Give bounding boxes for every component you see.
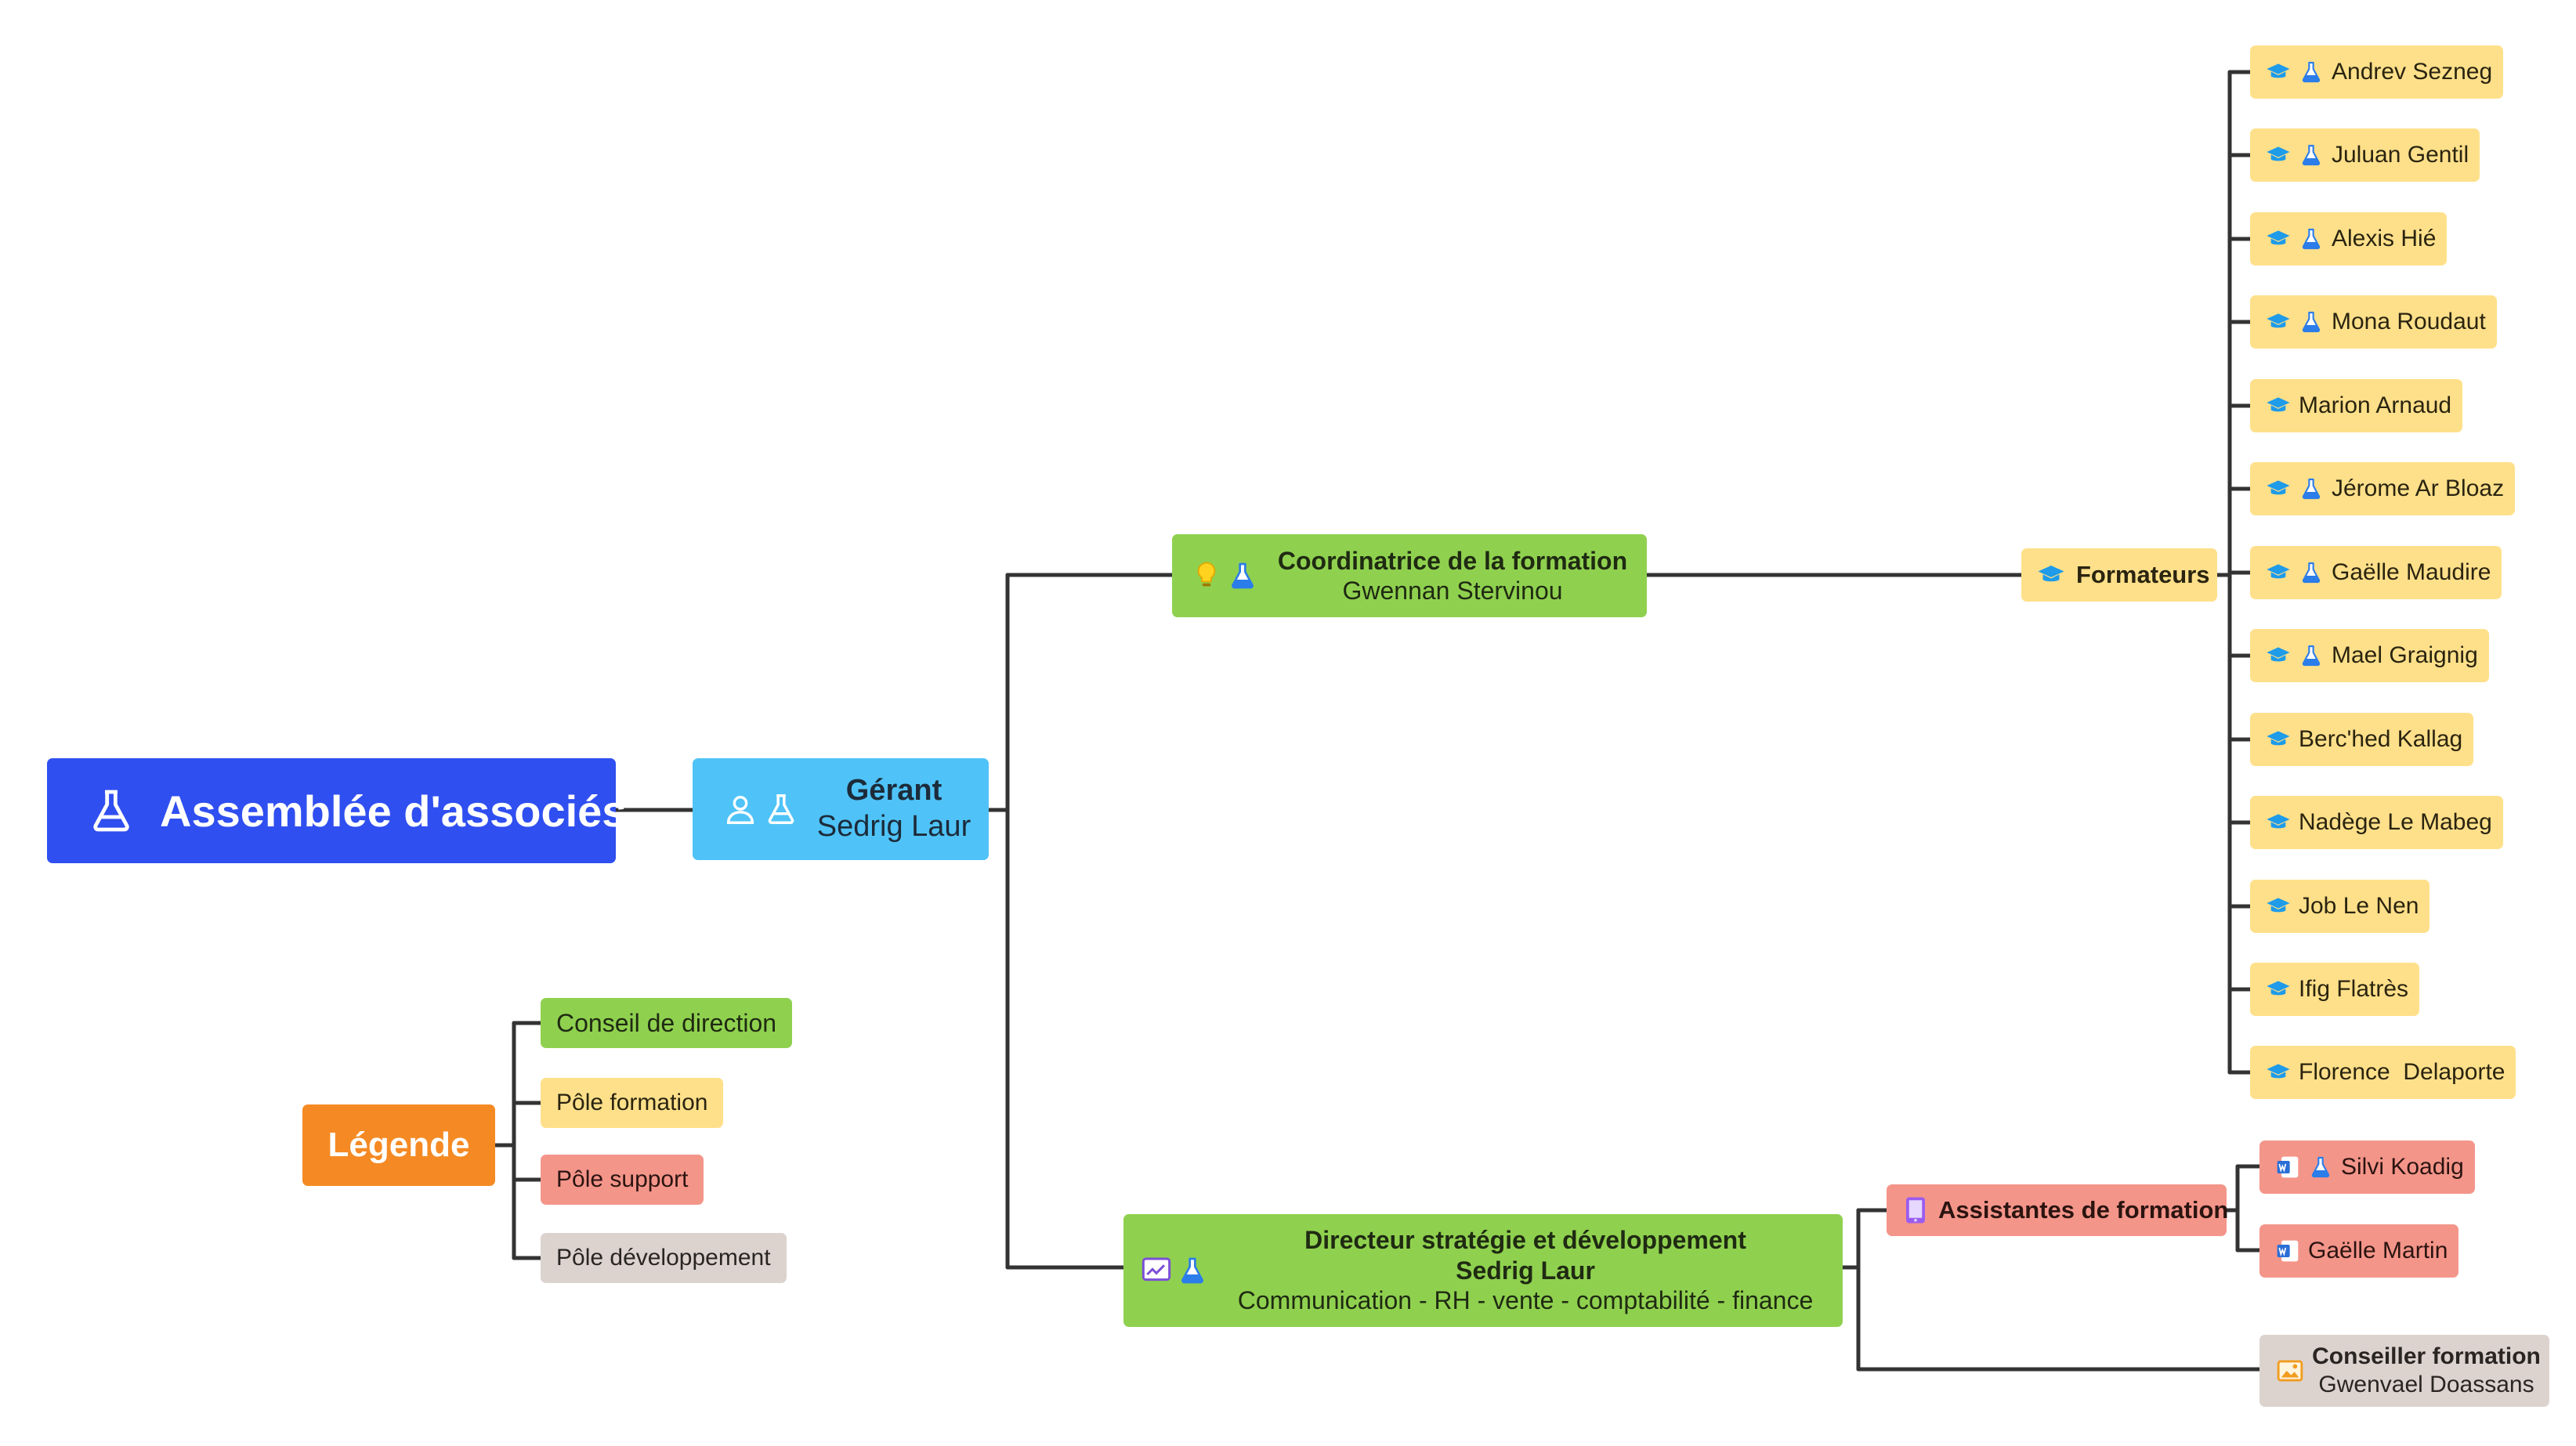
- coordinatrice-title: Coordinatrice de la formation: [1277, 546, 1628, 575]
- directeur-name: Sedrig Laur: [1456, 1256, 1595, 1285]
- graduation-cap-icon: [2267, 564, 2290, 579]
- legend-item-label: Conseil de direction: [556, 1008, 777, 1037]
- legend-item-label: Pôle développement: [556, 1245, 771, 1271]
- formateur-alexis-hie[interactable]: Alexis Hié: [2250, 212, 2448, 266]
- directeur-roles: Communication - RH - vente - comptabilit…: [1237, 1286, 1814, 1315]
- formateur-florence-delaporte[interactable]: Florence Delaporte: [2250, 1046, 2516, 1099]
- graduation-cap-icon: [2267, 230, 2290, 245]
- graduation-cap-icon: [2267, 1064, 2290, 1079]
- flask-icon: [2302, 311, 2321, 333]
- chart-icon: [1141, 1257, 1171, 1282]
- formateur-name: Marion Arnaud: [2299, 392, 2452, 418]
- word-doc-icon: [2277, 1156, 2299, 1178]
- conseiller-name: Gwenvael Doassans: [2318, 1372, 2534, 1397]
- formateur-name: Mona Roudaut: [2332, 309, 2486, 334]
- graduation-cap-icon: [2267, 814, 2290, 829]
- legend-item-conseil-direction: Conseil de direction: [541, 998, 793, 1048]
- flask-icon: [2302, 478, 2321, 500]
- flask-icon: [2302, 562, 2321, 584]
- legend-item-pole-support: Pôle support: [541, 1155, 704, 1205]
- formateur-name: Alexis Hié: [2332, 226, 2437, 251]
- graduation-cap-icon: [2267, 647, 2290, 662]
- formateur-name: Andrev Sezneg: [2332, 59, 2493, 85]
- formateur-mona-roudaut[interactable]: Mona Roudaut: [2250, 295, 2497, 349]
- graduation-cap-icon: [2267, 480, 2290, 495]
- formateur-name: Ifig Flatrès: [2299, 976, 2409, 1002]
- graduation-cap-icon: [2267, 313, 2290, 328]
- formateur-jerome-ar-bloaz[interactable]: Jérome Ar Bloaz: [2250, 462, 2516, 515]
- graduation-cap-icon: [2267, 731, 2290, 746]
- word-doc-icon: [2277, 1240, 2299, 1262]
- formateur-juluan-gentil[interactable]: Juluan Gentil: [2250, 128, 2480, 182]
- assistante-name: Gaëlle Martin: [2308, 1238, 2448, 1263]
- formateurs-label: Formateurs: [2076, 561, 2210, 588]
- assistante-gaelle-martin[interactable]: Gaëlle Martin: [2259, 1224, 2459, 1278]
- formateur-berched-kallag[interactable]: Berc'hed Kallag: [2250, 713, 2474, 766]
- formateur-ifig-flatres[interactable]: Ifig Flatrès: [2250, 963, 2420, 1016]
- legend-item-label: Pôle formation: [556, 1090, 708, 1115]
- conseiller-formation-node[interactable]: Conseiller formation Gwenvael Doassans: [2259, 1335, 2549, 1407]
- formateur-marion-arnaud[interactable]: Marion Arnaud: [2250, 379, 2463, 432]
- assistantes-node[interactable]: Assistantes de formation: [1887, 1184, 2229, 1236]
- legend-item-pole-developpement: Pôle développement: [541, 1233, 787, 1283]
- tablet-icon: [1906, 1197, 1925, 1224]
- flask-icon: [2302, 144, 2321, 166]
- gerant-title: Gérant: [845, 774, 942, 808]
- assistante-name: Silvi Koadig: [2341, 1154, 2464, 1180]
- legend-title: Légende: [302, 1104, 495, 1186]
- flask-icon: [2311, 1156, 2330, 1178]
- conseiller-title: Conseiller formation: [2312, 1343, 2541, 1369]
- formateur-mael-graignig[interactable]: Mael Graignig: [2250, 629, 2489, 682]
- formateur-name: Jérome Ar Bloaz: [2332, 475, 2505, 501]
- graduation-cap-icon: [2038, 566, 2064, 582]
- flask-icon: [2302, 228, 2321, 250]
- user-icon: [726, 795, 754, 824]
- formateur-name: Juluan Gentil: [2332, 142, 2469, 168]
- formateur-name: Gaëlle Maudire: [2332, 559, 2491, 585]
- formateur-gaelle-maudire[interactable]: Gaëlle Maudire: [2250, 546, 2502, 599]
- graduation-cap-icon: [2267, 898, 2290, 913]
- formateur-name: Florence Delaporte: [2299, 1059, 2505, 1085]
- formateur-name: Nadège Le Mabeg: [2299, 809, 2492, 835]
- directeur-node[interactable]: Directeur stratégie et développement Sed…: [1123, 1214, 1843, 1327]
- directeur-title: Directeur stratégie et développement: [1304, 1226, 1746, 1255]
- flask-icon: [768, 794, 794, 824]
- coordinatrice-name: Gwennan Stervinou: [1342, 577, 1563, 605]
- graduation-cap-icon: [2267, 63, 2290, 78]
- image-icon: [2277, 1360, 2303, 1382]
- formateur-job-le-nen[interactable]: Job Le Nen: [2250, 880, 2430, 933]
- assistantes-label: Assistantes de formation: [1938, 1196, 2229, 1224]
- flask-icon: [1232, 562, 1254, 589]
- flask-icon: [2302, 645, 2321, 667]
- graduation-cap-icon: [2267, 981, 2290, 996]
- legend-item-pole-formation: Pôle formation: [541, 1078, 724, 1128]
- legend-title-label: Légende: [327, 1126, 470, 1164]
- gerant-name: Sedrig Laur: [816, 810, 971, 843]
- flask-icon: [2302, 61, 2321, 83]
- root-label: Assemblée d'associés: [160, 786, 627, 836]
- flask-icon: [93, 790, 129, 832]
- formateurs-node[interactable]: Formateurs: [2021, 548, 2217, 602]
- formateur-andrev-sezneg[interactable]: Andrev Sezneg: [2250, 45, 2504, 99]
- formateur-nadege-le-mabeg[interactable]: Nadège Le Mabeg: [2250, 796, 2503, 849]
- coordinatrice-node[interactable]: Coordinatrice de la formation Gwennan St…: [1172, 534, 1647, 617]
- flask-icon: [1181, 1257, 1203, 1284]
- formateur-name: Job Le Nen: [2299, 893, 2419, 919]
- lightbulb-icon: [1197, 562, 1216, 587]
- graduation-cap-icon: [2267, 397, 2290, 412]
- formateur-name: Mael Graignig: [2332, 642, 2478, 668]
- gerant-node[interactable]: Gérant Sedrig Laur: [693, 758, 989, 860]
- root-node-assemblee[interactable]: Assemblée d'associés: [47, 758, 626, 863]
- formateur-name: Berc'hed Kallag: [2299, 726, 2463, 752]
- graduation-cap-icon: [2267, 146, 2290, 161]
- assistante-silvi-koadig[interactable]: Silvi Koadig: [2259, 1141, 2475, 1194]
- legend-item-label: Pôle support: [556, 1166, 689, 1192]
